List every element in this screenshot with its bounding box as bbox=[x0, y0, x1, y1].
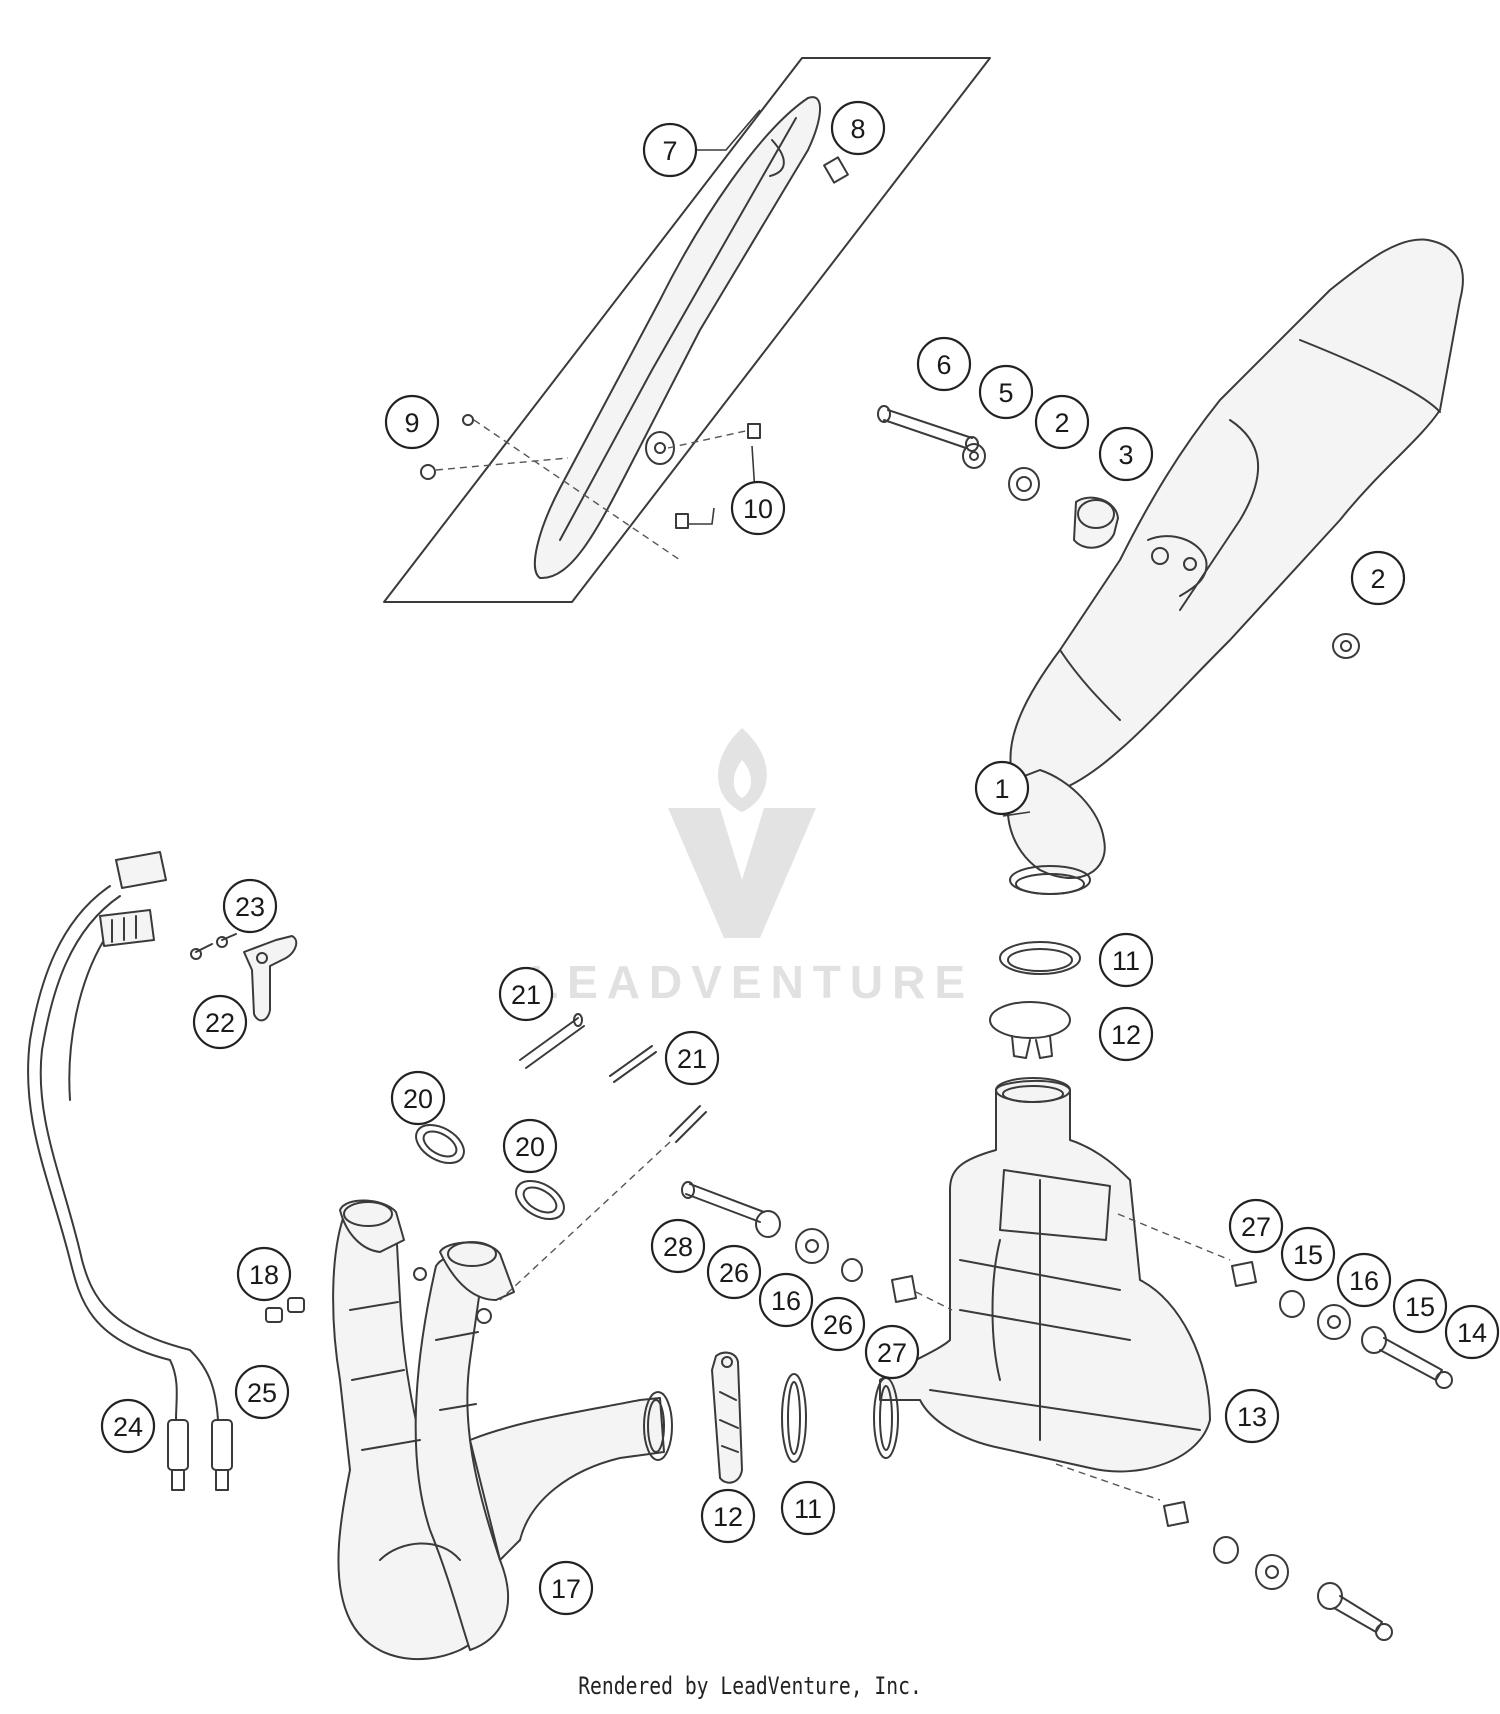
muffler-mount-hardware bbox=[877, 405, 1360, 659]
footer-credit: Rendered by LeadVenture, Inc. bbox=[578, 1672, 922, 1700]
svg-text:7: 7 bbox=[662, 136, 677, 166]
callout-2-b: 2 bbox=[1350, 550, 1406, 606]
lower-clamp bbox=[711, 1351, 743, 1484]
svg-text:18: 18 bbox=[249, 1260, 279, 1290]
svg-text:11: 11 bbox=[794, 1494, 822, 1524]
svg-text:14: 14 bbox=[1457, 1318, 1487, 1348]
watermark-text: LEADVENTURE bbox=[530, 956, 974, 1008]
front-mount-hardware bbox=[681, 1181, 953, 1311]
svg-text:2: 2 bbox=[1054, 408, 1069, 438]
svg-text:27: 27 bbox=[1241, 1212, 1271, 1242]
callout-15-a: 15 bbox=[1280, 1226, 1336, 1282]
svg-text:27: 27 bbox=[877, 1338, 907, 1368]
callout-16-b: 16 bbox=[758, 1272, 814, 1328]
svg-text:23: 23 bbox=[235, 892, 265, 922]
callout-10: 10 bbox=[730, 480, 786, 536]
callouts: 1 2 2 3 5 6 7 8 9 10 11 11 12 12 13 14 1… bbox=[100, 100, 1500, 1616]
callout-22: 22 bbox=[192, 994, 248, 1050]
svg-text:20: 20 bbox=[515, 1132, 545, 1162]
callout-26-a: 26 bbox=[706, 1244, 762, 1300]
svg-text:26: 26 bbox=[823, 1310, 853, 1340]
callout-20-a: 20 bbox=[390, 1070, 446, 1126]
callout-17: 17 bbox=[538, 1560, 594, 1616]
svg-text:25: 25 bbox=[247, 1378, 277, 1408]
svg-text:24: 24 bbox=[113, 1412, 143, 1442]
shield-screws bbox=[420, 414, 761, 561]
callout-2-a: 2 bbox=[1034, 394, 1090, 450]
svg-text:9: 9 bbox=[404, 408, 419, 438]
svg-text:6: 6 bbox=[936, 350, 951, 380]
svg-text:12: 12 bbox=[713, 1502, 743, 1532]
callout-24: 24 bbox=[100, 1398, 156, 1454]
svg-text:16: 16 bbox=[1349, 1266, 1379, 1296]
svg-text:12: 12 bbox=[1111, 1020, 1141, 1050]
callout-12-a: 12 bbox=[1098, 1006, 1154, 1062]
callout-15-b: 15 bbox=[1392, 1278, 1448, 1334]
callout-11-b: 11 bbox=[780, 1480, 836, 1536]
callout-13: 13 bbox=[1224, 1388, 1280, 1444]
callout-20-b: 20 bbox=[502, 1118, 558, 1174]
callout-18: 18 bbox=[236, 1246, 292, 1302]
pre-muffler-mount-hardware bbox=[1055, 1213, 1453, 1641]
pre-muffler bbox=[873, 1077, 1211, 1473]
upper-clamp bbox=[989, 1001, 1071, 1059]
svg-text:15: 15 bbox=[1293, 1240, 1323, 1270]
svg-text:21: 21 bbox=[677, 1044, 707, 1074]
header-studs bbox=[499, 1013, 707, 1301]
svg-text:21: 21 bbox=[511, 980, 541, 1010]
leadventure-watermark: LEADVENTURE bbox=[530, 728, 974, 1008]
callout-21-b: 21 bbox=[664, 1030, 720, 1086]
callout-21-a: 21 bbox=[498, 966, 554, 1022]
callout-6: 6 bbox=[916, 336, 972, 392]
shield-clip bbox=[823, 156, 849, 184]
svg-text:15: 15 bbox=[1405, 1292, 1435, 1322]
svg-text:2: 2 bbox=[1370, 564, 1385, 594]
callout-28: 28 bbox=[650, 1218, 706, 1274]
callout-5: 5 bbox=[978, 364, 1034, 420]
svg-text:5: 5 bbox=[998, 378, 1013, 408]
callout-26-b: 26 bbox=[810, 1296, 866, 1352]
svg-text:16: 16 bbox=[771, 1286, 801, 1316]
svg-text:10: 10 bbox=[743, 494, 773, 524]
heat-shield bbox=[383, 57, 991, 603]
svg-text:13: 13 bbox=[1237, 1402, 1267, 1432]
svg-text:1: 1 bbox=[994, 774, 1009, 804]
callout-3: 3 bbox=[1098, 426, 1154, 482]
callout-9: 9 bbox=[384, 394, 440, 450]
svg-text:11: 11 bbox=[1112, 946, 1140, 976]
callout-25: 25 bbox=[234, 1364, 290, 1420]
callout-23: 23 bbox=[222, 878, 278, 934]
header-gaskets bbox=[415, 1124, 565, 1220]
callout-14: 14 bbox=[1444, 1304, 1500, 1360]
lower-gasket bbox=[781, 1373, 807, 1463]
callout-7: 7 bbox=[642, 122, 698, 178]
callout-27-b: 27 bbox=[864, 1324, 920, 1380]
sensor-bracket bbox=[190, 933, 298, 1022]
callout-16-a: 16 bbox=[1336, 1252, 1392, 1308]
svg-text:3: 3 bbox=[1118, 440, 1133, 470]
svg-text:8: 8 bbox=[850, 114, 865, 144]
callout-1: 1 bbox=[974, 760, 1030, 816]
svg-text:17: 17 bbox=[551, 1574, 581, 1604]
callout-11-a: 11 bbox=[1098, 932, 1154, 988]
svg-text:28: 28 bbox=[663, 1232, 693, 1262]
oxygen-sensors bbox=[27, 851, 233, 1491]
exhaust-headers bbox=[332, 1199, 673, 1661]
svg-text:26: 26 bbox=[719, 1258, 749, 1288]
svg-text:22: 22 bbox=[205, 1008, 235, 1038]
callout-27-a: 27 bbox=[1228, 1198, 1284, 1254]
header-nuts bbox=[265, 1297, 305, 1323]
svg-text:20: 20 bbox=[403, 1084, 433, 1114]
muffler bbox=[1006, 238, 1464, 895]
upper-gasket bbox=[999, 941, 1081, 975]
callout-12-b: 12 bbox=[700, 1488, 756, 1544]
callout-8: 8 bbox=[830, 100, 886, 156]
